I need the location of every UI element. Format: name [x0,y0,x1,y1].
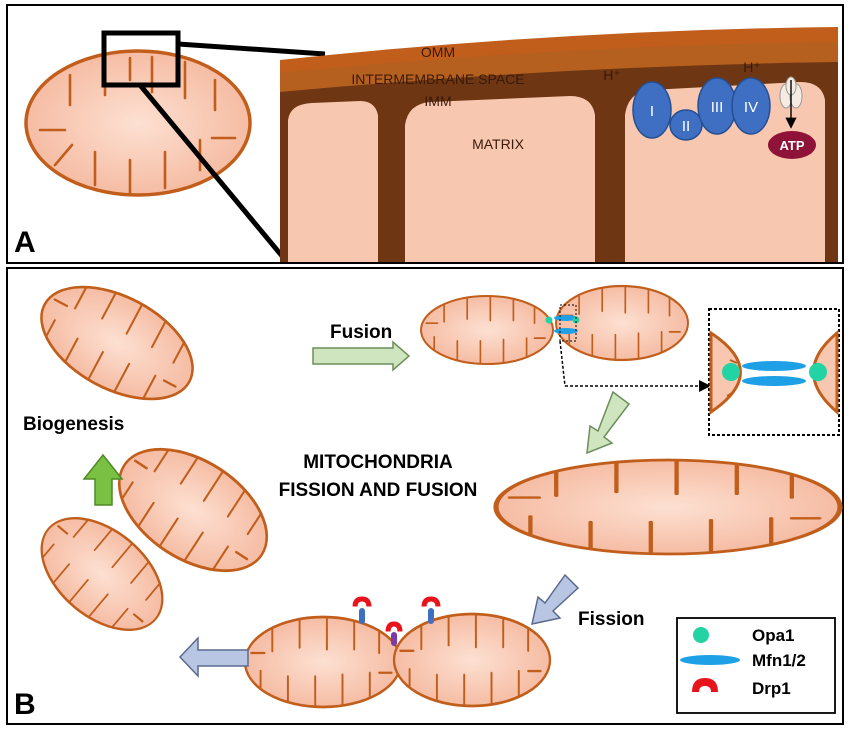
mitochondrion-fission-right [392,612,552,708]
complex-ii [669,109,703,141]
drp1-icon [692,678,718,692]
zoom-line-bottom [138,83,289,264]
fusion-to-fused-arrow [586,390,631,455]
opa1-dot-left [545,316,553,324]
label-proton-left: H⁺ [603,67,621,83]
complex-ii-label: II [682,118,690,135]
atp-synthase-icon [779,76,803,129]
mitochondrion-fusion-left [419,294,555,366]
fusion-arrow [312,340,411,372]
title-line-1: MITOCHONDRIA [303,452,453,473]
fusion-zoom-source [559,304,577,342]
legend: Opa1 Mfn1/2 Drp1 [676,617,836,714]
fission-arrow [531,573,580,625]
fission-label: Fission [578,609,645,630]
panel-b-letter: B [14,688,36,721]
label-proton-right: H⁺ [743,59,761,75]
complex-i-label: I [650,103,654,120]
electron-transport-chain: I II III IV [632,77,771,141]
label-omm: OMM [421,44,455,60]
complex-iii-label: III [711,99,724,116]
atp-badge [768,131,816,159]
zoom-line-top [177,41,326,57]
fusion-inset-content [709,329,839,416]
mfn-tether-bottom [554,328,578,334]
complex-iv-label: IV [744,99,758,116]
legend-label-drp1: Drp1 [752,679,791,698]
complex-iv [731,77,771,135]
biogenesis-arrow [82,453,124,506]
biogenesis-label: Biogenesis [23,414,124,435]
legend-label-mfn: Mfn1/2 [752,651,806,670]
mitochondrion-fission-left [243,615,403,709]
mitochondrion-fused-large [496,460,840,554]
label-matrix: MATRIX [472,136,525,152]
opa1-icon [693,627,709,643]
mfn-icon [680,655,740,665]
complex-i [632,81,672,139]
drp1-rings [351,595,442,646]
atp-label: ATP [779,138,804,153]
opa1-dot-right [572,316,580,324]
legend-label-opa1: Opa1 [752,626,795,645]
panel-a-letter: A [14,226,36,259]
fusion-label: Fusion [330,322,392,343]
fission-to-separate-arrow [178,636,249,678]
label-imm: IMM [424,93,451,109]
label-intermembrane-space: INTERMEMBRANE SPACE [351,71,524,87]
zoom-dotted-line [559,340,566,387]
title-line-2: FISSION AND FUSION [279,480,478,501]
